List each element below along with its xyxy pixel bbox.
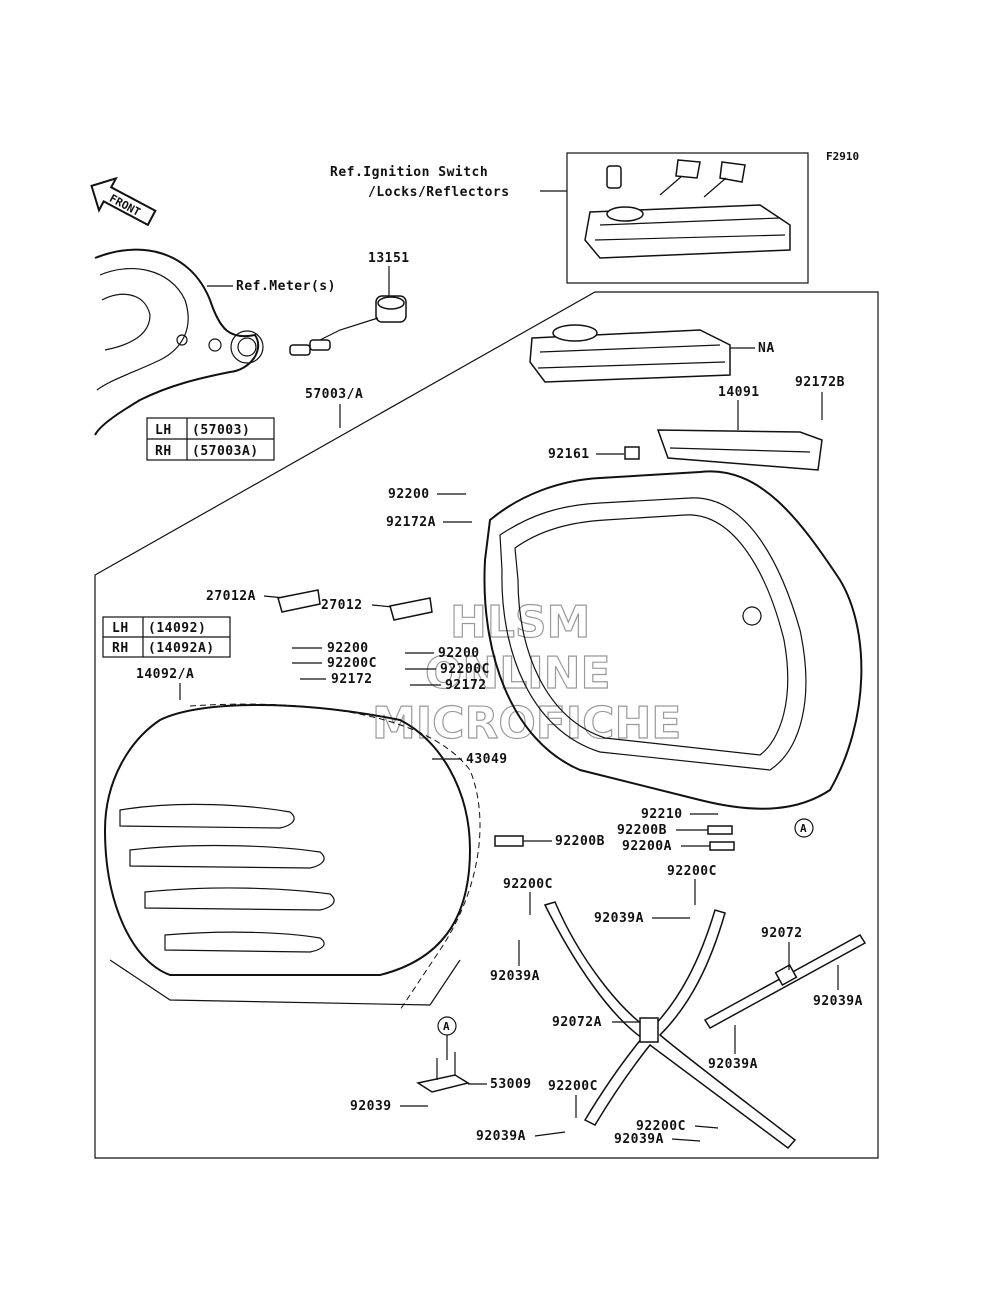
- hinge-27012: [389, 597, 433, 621]
- ref-ignition-line2: /Locks/Reflectors: [368, 185, 510, 200]
- table-14092: LH (14092) RH (14092A): [102, 616, 231, 658]
- label-92200c-l: 92200C: [327, 656, 377, 671]
- front-arrow-icon: FRONT: [90, 176, 157, 227]
- label-92200c-b1: 92200C: [548, 1079, 598, 1094]
- label-27012: 27012: [321, 598, 363, 613]
- callout-a-right-label: A: [800, 822, 807, 835]
- callout-a-left-label: A: [443, 1020, 450, 1033]
- label-14092-a: 14092/A: [136, 667, 194, 682]
- ref-ignition-line1: Ref.Ignition Switch: [330, 165, 488, 180]
- front-label: FRONT: [107, 192, 143, 219]
- table-14092-part-2: (14092A): [148, 641, 215, 656]
- table-57003-side-1: LH: [155, 423, 172, 438]
- label-92200c-r: 92200C: [440, 662, 490, 677]
- label-92039a-6: 92039A: [614, 1132, 664, 1147]
- label-na: NA: [758, 341, 775, 356]
- watermark-line1: HLSM: [450, 597, 590, 648]
- table-57003: LH (57003) RH (57003A): [146, 417, 275, 461]
- label-92039a-1: 92039A: [594, 911, 644, 926]
- label-92072: 92072: [761, 926, 803, 941]
- hinge-27012a: [277, 589, 321, 613]
- strap-92072a: [543, 901, 797, 1150]
- watermark-line2: ONLINE: [425, 648, 611, 699]
- lock-assembly-icon: [584, 204, 791, 259]
- label-92039a-5: 92039A: [476, 1129, 526, 1144]
- ignition-ref-box: [566, 152, 809, 284]
- label-92210: 92210: [641, 807, 683, 822]
- label-92200-r: 92200: [438, 646, 480, 661]
- label-27012a: 27012A: [206, 589, 256, 604]
- saddlebag-lid-14092: [103, 704, 472, 1006]
- bracket-53009: [416, 1074, 470, 1093]
- saddlebag-case-body: [483, 470, 863, 810]
- power-socket-13151: [289, 295, 407, 356]
- label-92172-l: 92172: [331, 672, 373, 687]
- gasket-43049: [189, 703, 481, 1011]
- reflector-14091: [656, 429, 823, 471]
- callout-a-right: [794, 818, 814, 838]
- label-14091: 14091: [718, 385, 760, 400]
- label-92172-r: 92172: [445, 678, 487, 693]
- label-92172b: 92172B: [795, 375, 845, 390]
- part-92161: [624, 446, 640, 460]
- label-92200c-b2: 92200C: [636, 1119, 686, 1134]
- label-92161: 92161: [548, 447, 590, 462]
- label-92200-l: 92200: [327, 641, 369, 656]
- label-92039a-2: 92039A: [490, 969, 540, 984]
- label-92039a-4: 92039A: [708, 1057, 758, 1072]
- label-92200b-r: 92200B: [617, 823, 667, 838]
- pad-92200b-m: [494, 835, 524, 847]
- label-92039a-3: 92039A: [813, 994, 863, 1009]
- label-92072a: 92072A: [552, 1015, 602, 1030]
- pad-92200b-r: [707, 825, 733, 835]
- label-92200a: 92200A: [622, 839, 672, 854]
- label-92200b-m: 92200B: [555, 834, 605, 849]
- label-43049: 43049: [466, 752, 508, 767]
- label-92200-top: 92200: [388, 487, 430, 502]
- label-13151: 13151: [368, 251, 410, 266]
- key-icon: [606, 159, 746, 198]
- label-92172a: 92172A: [386, 515, 436, 530]
- meter-housing: [94, 248, 264, 436]
- ref-meter-label: Ref.Meter(s): [236, 279, 336, 294]
- lock-assembly-na: [529, 324, 731, 383]
- table-57003-part-2: (57003A): [192, 444, 259, 459]
- table-14092-side-1: LH: [112, 621, 129, 636]
- table-57003-part-1: (57003): [192, 423, 250, 438]
- table-14092-part-1: (14092): [148, 621, 206, 636]
- assembly-outline: [94, 291, 879, 1159]
- pad-92200a: [709, 841, 735, 851]
- label-92039: 92039: [350, 1099, 392, 1114]
- table-57003-side-2: RH: [155, 444, 172, 459]
- label-57003-a: 57003/A: [305, 387, 363, 402]
- label-92200c-m: 92200C: [503, 877, 553, 892]
- label-92200c-r2: 92200C: [667, 864, 717, 879]
- strap-92072: [703, 934, 867, 1029]
- label-53009: 53009: [490, 1077, 532, 1092]
- table-14092-side-2: RH: [112, 641, 129, 656]
- figure-code: F2910: [826, 150, 859, 163]
